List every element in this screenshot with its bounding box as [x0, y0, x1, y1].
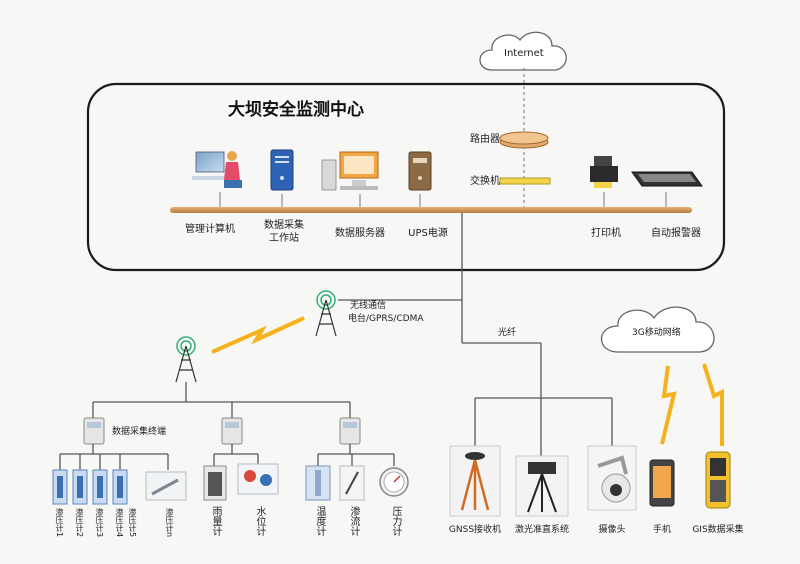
radio-tower-icon	[315, 290, 337, 337]
data-terminal-icon	[83, 417, 105, 445]
seepage-meter-label: 渗流计	[348, 506, 359, 536]
data-terminal-icon	[221, 417, 243, 445]
thermometer-icon	[305, 465, 331, 501]
laser-alignment-label: 激光准直系统	[514, 525, 570, 535]
pressure-gauge-icon	[379, 467, 409, 497]
auto-alarm-icon	[631, 171, 703, 187]
gnss-receiver-icon	[449, 445, 501, 517]
management-computer-icon	[192, 151, 242, 188]
piezometer-label: 渗压计2	[75, 508, 84, 538]
piezometer-label: 渗压计4	[115, 508, 124, 538]
data-terminal-icon	[339, 417, 361, 445]
switch-label: 交换机	[470, 176, 500, 187]
piezometer-icon	[52, 469, 68, 505]
switch-icon	[499, 177, 551, 185]
data-server-label: 数据服务器	[335, 228, 385, 239]
piezometer-label: 渗压计5	[128, 508, 137, 538]
camera-icon	[587, 445, 637, 511]
camera-label: 摄像头	[598, 525, 626, 535]
terminal-label: 数据采集终端	[112, 427, 167, 437]
gis-handheld-icon	[705, 451, 731, 509]
rain-gauge-icon	[203, 465, 227, 501]
ups-label: UPS电源	[408, 228, 448, 239]
mobile-phone-icon	[649, 459, 675, 507]
acquisition-workstation-label-1: 数据采集	[264, 220, 304, 231]
center-title: 大坝安全监测中心	[228, 100, 364, 120]
rain-gauge-label: 雨量计	[210, 506, 221, 536]
laser-alignment-icon	[515, 455, 569, 517]
internet-label: Internet	[504, 48, 544, 59]
internet-cloud	[479, 31, 567, 71]
router-icon	[499, 131, 549, 149]
auto-alarm-label: 自动报警器	[651, 228, 701, 239]
piezometer-icon	[92, 469, 108, 505]
gis-handheld-label: GIS数据采集	[692, 525, 744, 535]
thermometer-label: 温度计	[314, 506, 325, 536]
wireless-label-1: 无线通信	[350, 301, 387, 311]
device-drops	[219, 192, 667, 207]
management-computer-label: 管理计算机	[185, 224, 235, 235]
data-server-icon	[321, 151, 379, 191]
mobile-3g-label: 3G移动网络	[632, 328, 681, 338]
lightning-icon	[660, 365, 677, 445]
piezometer-label: 渗压计3	[95, 508, 104, 538]
monitoring-center-frame	[86, 82, 726, 272]
seepage-meter-icon	[339, 465, 365, 501]
ups-icon	[408, 151, 432, 191]
water-level-gauge-label: 水位计	[254, 506, 265, 536]
router-label: 路由器	[470, 134, 500, 145]
printer-icon	[590, 156, 618, 188]
lightning-icon	[702, 363, 724, 446]
acquisition-workstation-label-2: 工作站	[269, 233, 299, 244]
piezometer-icon	[112, 469, 128, 505]
network-bus	[170, 207, 692, 213]
piezometer-icon	[145, 471, 187, 501]
fiber-drops	[474, 398, 613, 456]
radio-tower-icon	[175, 336, 197, 383]
piezometer-label: 渗压计1	[55, 508, 64, 538]
lightning-icon	[211, 316, 305, 354]
pressure-gauge-label: 压力计	[390, 506, 401, 536]
piezometer-icon	[72, 469, 88, 505]
wireless-label-2: 电台/GPRS/CDMA	[348, 314, 424, 324]
printer-label: 打印机	[591, 228, 621, 239]
mobile-3g-cloud	[601, 306, 715, 353]
acquisition-workstation-icon	[270, 149, 294, 191]
fiber-label: 光纤	[498, 328, 517, 338]
piezometer-label: 渗压计n	[165, 508, 174, 538]
water-level-gauge-icon	[237, 463, 279, 495]
gnss-receiver-label: GNSS接收机	[448, 525, 502, 535]
mobile-phone-label: 手机	[652, 525, 672, 535]
